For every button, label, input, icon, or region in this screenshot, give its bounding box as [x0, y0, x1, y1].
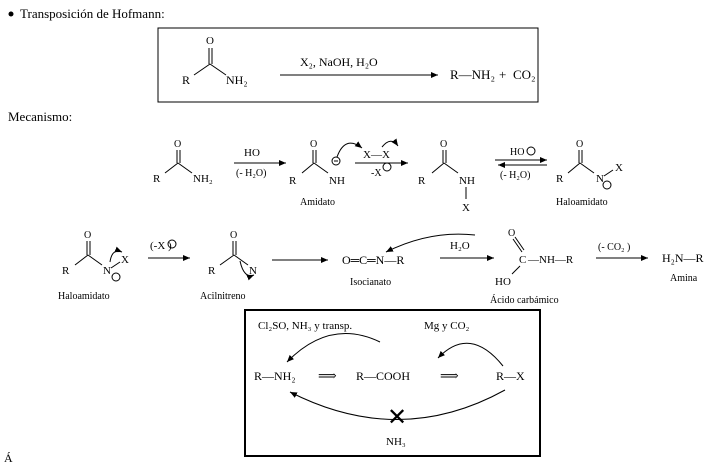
curved-arrow-acid-to-amine — [286, 333, 381, 363]
svg-text:R: R — [556, 173, 564, 185]
svg-text:NH₂: NH₂ — [226, 73, 248, 87]
acylnitrene: O R N Acilnitreno — [200, 230, 257, 302]
svg-text:NH: NH — [459, 175, 475, 187]
acylnitrene-label: Acilnitreno — [200, 291, 246, 302]
final-amine-label: Amina — [670, 273, 698, 284]
svg-text:NH: NH — [329, 175, 345, 187]
alkyl-halide: R—X — [496, 369, 525, 383]
svg-text:R: R — [418, 175, 426, 187]
haloamidate-2-label: Haloamidato — [58, 291, 110, 302]
haloamidate-2: O R N X Haloamidato — [58, 230, 129, 302]
product-amine: R—NH₂ — [450, 67, 495, 82]
svg-text:O: O — [440, 139, 447, 150]
haloamidate: O R N X Haloamidato — [556, 139, 623, 208]
amide-start: O R NH₂ — [153, 139, 213, 185]
step1-byproduct: (- H₂O) — [236, 168, 266, 179]
amidate: O R NH Amidato — [289, 139, 345, 208]
step7-reagent: H₂O — [450, 240, 470, 252]
svg-text:NH₂: NH₂ — [193, 173, 213, 185]
cross-mark-icon: ✕ — [387, 405, 407, 431]
left-reagent: Cl₂SO, NH₃ y transp. — [258, 320, 352, 332]
plus-sign: + — [499, 67, 506, 82]
isocyanate-label: Isocianato — [350, 277, 391, 288]
svg-text:O: O — [310, 139, 317, 150]
svg-text:R: R — [153, 173, 161, 185]
carbamic-acid-label: Ácido carbámico — [490, 294, 559, 306]
retrosynthesis-box — [244, 309, 541, 457]
curved-arrow-halide-to-acid — [437, 342, 504, 367]
step3-byproduct: (- H₂O) — [500, 170, 530, 181]
svg-text:N: N — [596, 173, 604, 185]
amine: R—NH₂ — [254, 369, 296, 383]
isocyanate: O═C═N—R — [342, 253, 404, 267]
curved-arrow-bond — [381, 138, 399, 148]
svg-text:X: X — [462, 202, 470, 214]
svg-text:O: O — [576, 139, 583, 150]
reaction-box — [157, 27, 539, 103]
halogen-molecule: X—X — [363, 149, 390, 161]
n-haloamide: O R NH X — [418, 139, 475, 214]
svg-text:N: N — [103, 265, 111, 277]
svg-text:R: R — [62, 265, 70, 277]
svg-text:X: X — [121, 254, 129, 266]
mechanism-label: Mecanismo: — [8, 109, 72, 124]
product-co2: CO₂ — [513, 67, 536, 82]
curved-arrow-water — [385, 233, 476, 253]
retro-arrow-1: ⟹ — [318, 368, 337, 383]
amidate-label: Amidato — [300, 197, 335, 208]
final-amine: H₂N—R — [662, 251, 704, 265]
svg-text:O: O — [84, 230, 91, 241]
svg-text:O: O — [174, 139, 181, 150]
bottom-reagent: NH₃ — [386, 436, 406, 448]
title: Transposición de Hofmann: — [20, 6, 165, 21]
step5-reagent: (-X ) — [150, 240, 172, 252]
svg-text:R: R — [289, 175, 297, 187]
svg-text:—NH—R: —NH—R — [527, 254, 574, 266]
step2-byproduct: -X — [371, 168, 382, 179]
svg-text:O: O — [230, 230, 237, 241]
svg-text:O: O — [206, 35, 214, 47]
step8-byproduct: (- CO₂ ) — [598, 242, 630, 253]
footer-fragment: Á — [4, 451, 13, 464]
svg-text:X: X — [615, 162, 623, 174]
amide-structure: O R NH₂ — [182, 35, 248, 87]
carboxylic-acid: R—COOH — [356, 369, 410, 383]
right-reagent: Mg y CO₂ — [424, 320, 470, 332]
curved-arrow-n-to-x — [336, 141, 363, 158]
svg-text:O: O — [508, 228, 515, 239]
haloamidate-label: Haloamidato — [556, 197, 608, 208]
curved-arrow-halide-to-amine — [289, 389, 506, 420]
retro-arrow-2: ⟹ — [440, 368, 459, 383]
step1-reagent: HO — [244, 147, 260, 159]
bullet-icon — [8, 11, 14, 17]
svg-text:N: N — [249, 265, 257, 277]
svg-text:R: R — [182, 73, 190, 87]
svg-text:HO: HO — [495, 276, 511, 288]
svg-text:C: C — [519, 254, 526, 266]
step3-reagent: HO — [510, 147, 524, 158]
carbamic-acid: O C —NH—R HO Ácido carbámico — [490, 228, 574, 306]
reaction-reagents: X₂, NaOH, H₂O — [300, 55, 378, 69]
svg-text:R: R — [208, 265, 216, 277]
